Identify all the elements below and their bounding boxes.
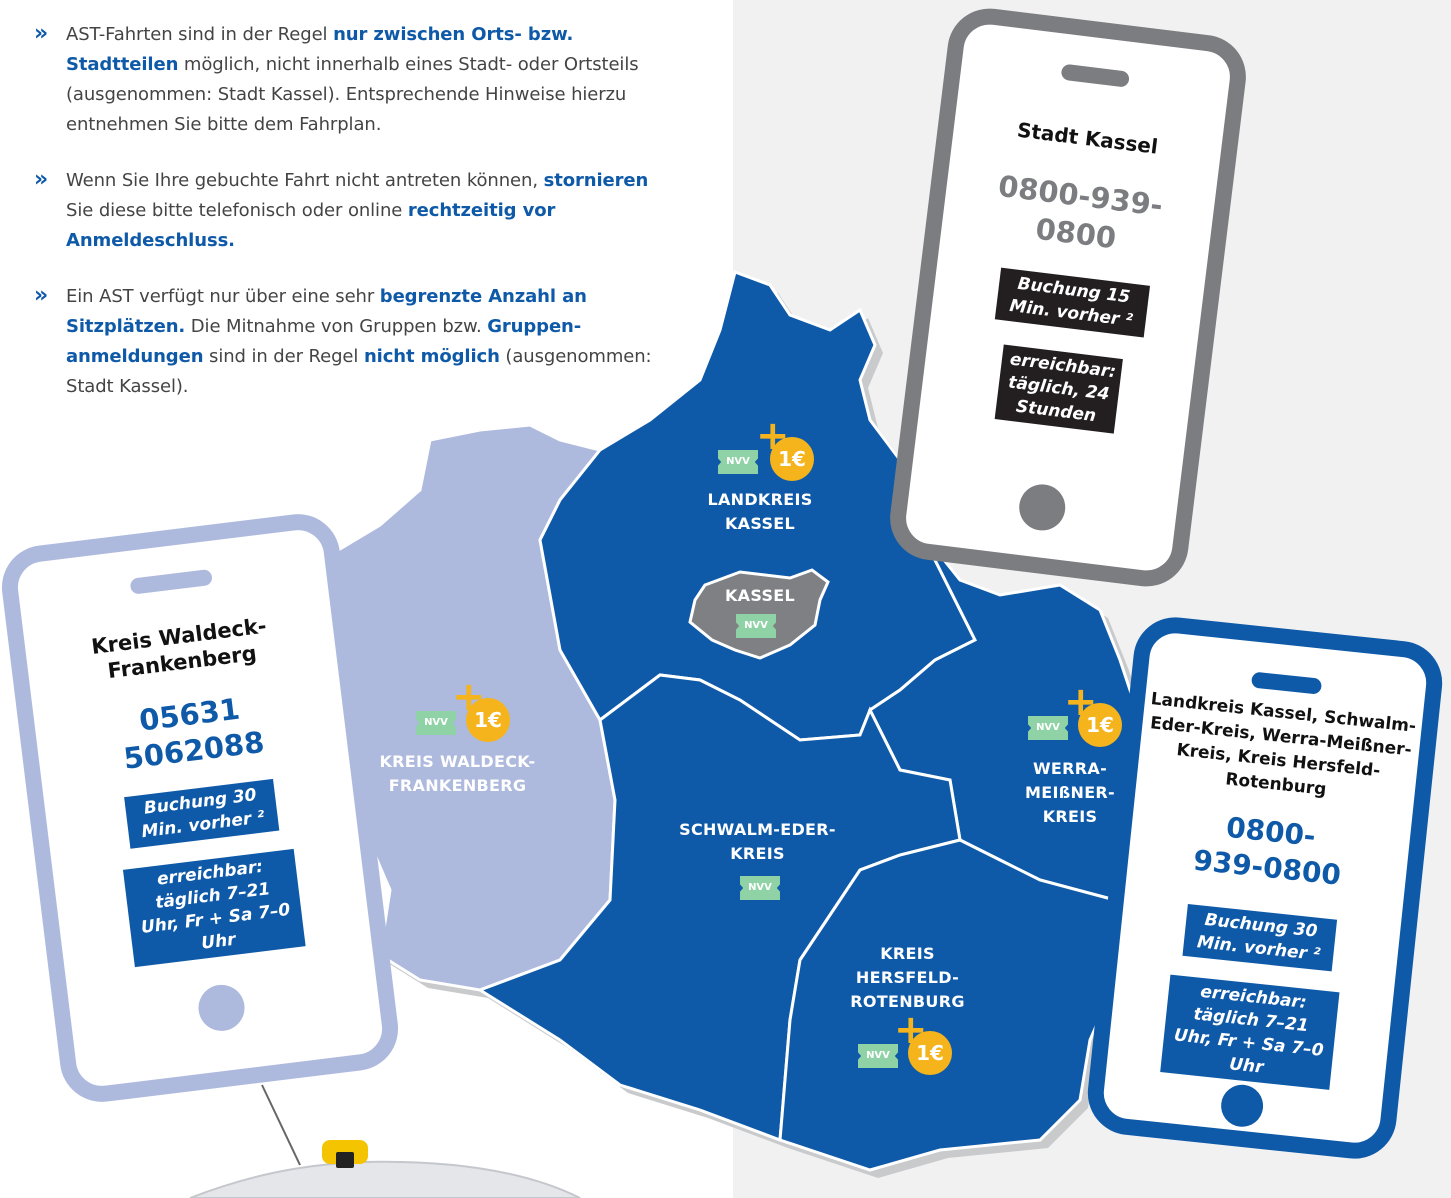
double-chevron-icon: » (34, 21, 49, 46)
bullet-emphasis: nicht möglich (363, 346, 500, 367)
double-chevron-icon: » (34, 167, 49, 192)
region-label-hersfeld: KREIS HERSFELD-ROTENBURG (850, 944, 965, 1011)
region-label-werra: WERRA-MEIßNER-KREIS (1025, 759, 1115, 826)
euro-coin-icon: 1€ (908, 1031, 952, 1075)
plus-icon: + (452, 674, 486, 720)
bullet-emphasis: stornieren (543, 170, 649, 191)
bullet-emphasis: Gruppen-anmeldungen (66, 316, 582, 367)
bullet-emphasis: nur zwischen Orts- bzw. Stadtteilen (66, 24, 574, 75)
region-label-schwalm: SCHWALM-EDER-KREIS (679, 820, 836, 863)
region-label-waldeck: KREIS WALDECK-FRANKENBERG (379, 752, 536, 795)
euro-coin-icon: 1€ (1078, 703, 1122, 747)
bullet-text-part: sind in der Regel (203, 346, 364, 367)
nvv-ticket-icon: NVV (736, 614, 776, 638)
bullet-text-part: Die Mitnahme von Gruppen bzw. (185, 316, 488, 337)
nvv-ticket-icon: NVV (1028, 716, 1068, 740)
nvv-ticket-icon: NVV (858, 1044, 898, 1068)
info-bullet-list: » AST-Fahrten sind in der Regel nur zwis… (34, 20, 680, 428)
double-chevron-icon: » (34, 283, 49, 308)
bullet-item: » Ein AST verfügt nur über eine sehr beg… (34, 282, 680, 402)
region-hersfeld-shape (778, 838, 1127, 1172)
plus-icon: + (756, 413, 790, 459)
bullet-text-part: möglich, nicht innerhalb eines Stadt- od… (66, 54, 639, 135)
bullet-text-part: (ausgenommen: Stadt Kassel). (66, 346, 652, 397)
plus-icon: + (894, 1007, 928, 1053)
region-label-kassel: KASSEL (724, 586, 796, 605)
bullet-text-part: Ein AST verfügt nur über eine sehr (66, 286, 380, 307)
bullet-emphasis: begrenzte Anzahl an Sitzplätzen. (66, 286, 587, 337)
plus-icon: + (1064, 679, 1098, 725)
bullet-text-part: Wenn Sie Ihre gebuchte Fahrt nicht antre… (66, 170, 544, 191)
bullet-text: Ein AST verfügt nur über eine sehr begre… (66, 286, 652, 397)
bullet-text-part: Sie diese bitte telefonisch oder online (66, 200, 408, 221)
euro-coin-icon: 1€ (466, 698, 510, 742)
nvv-ticket-icon: NVV (740, 876, 780, 900)
bullet-text: AST-Fahrten sind in der Regel nur zwisch… (66, 24, 639, 135)
bullet-text: Wenn Sie Ihre gebuchte Fahrt nicht antre… (66, 170, 648, 251)
bullet-item: » Wenn Sie Ihre gebuchte Fahrt nicht ant… (34, 166, 680, 256)
bullet-emphasis: rechtzeitig vor Anmeldeschluss. (66, 200, 556, 251)
nvv-ticket-icon: NVV (416, 711, 456, 735)
bullet-text-part: AST-Fahrten sind in der Regel (66, 24, 334, 45)
euro-coin-icon: 1€ (770, 437, 814, 481)
bullet-item: » AST-Fahrten sind in der Regel nur zwis… (34, 20, 680, 140)
nvv-ticket-icon: NVV (718, 450, 758, 474)
region-label-landkreis-kassel: LANDKREIS KASSEL (707, 490, 813, 533)
